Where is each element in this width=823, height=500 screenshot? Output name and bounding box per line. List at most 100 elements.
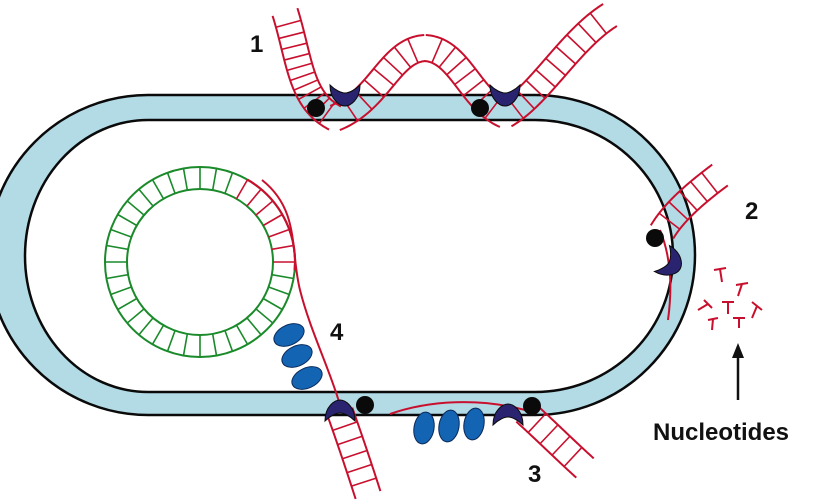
dna-rung [298,86,322,101]
circular-dna-rung [166,172,176,194]
circular-dna-rung [262,213,283,227]
up-arrow-icon [732,343,744,400]
oval-protein-icon [463,407,485,441]
oval-protein-icon [413,411,435,445]
circular-dna-rung [106,244,129,251]
anchor-dot [356,396,374,414]
dna-strand-step3-right [515,401,595,479]
dna-rung [539,424,559,445]
circular-dna-rung [268,286,290,296]
dna-rung [289,71,316,82]
dna-rung [278,31,305,40]
nucleotide-fragments [697,267,763,331]
dna-rung [535,69,556,88]
oval-protein-icon [291,366,323,390]
circular-dna-rung [271,273,294,280]
circular-dna-rung [268,228,290,238]
nucleotide-fragment-icon [735,282,749,297]
dna-rung [337,435,363,446]
circular-dna-rung [182,333,189,356]
circular-dna-rung [262,297,283,311]
dna-rung [689,181,708,203]
step-label-4: 4 [330,319,344,346]
circular-dna-rung [117,213,138,227]
anchor-dot [471,99,489,117]
oval-protein-icon [438,409,460,443]
dna-rung [701,172,719,194]
dna-rung [545,57,566,77]
circular-dna-rung [182,168,189,191]
circular-dna-rung [255,308,274,324]
dna-rung [438,46,457,68]
nucleotide-fragment-icon [722,301,734,314]
dna-rung [658,212,681,230]
dna-rung [342,449,368,460]
circular-dna-rung [117,297,138,311]
dna-backbone [326,416,357,500]
circular-dna-rung [110,228,132,238]
circular-dna-rung [211,333,218,356]
dna-rung [373,68,395,86]
circular-dna-rung [151,324,165,345]
circular-dna-rung [224,172,234,194]
dna-backbone [498,3,604,105]
anchor-dots [307,99,664,415]
dna-strand-step2 [649,163,729,240]
circular-dna-rung [246,317,262,336]
membrane-inner [23,118,675,394]
nucleotide-fragment-icon [733,317,745,328]
circular-dna-rung [126,200,145,216]
dna-rung [332,421,358,432]
dna-rung [551,435,571,456]
dna-rung [407,38,419,64]
dna-rung [286,62,313,72]
dna-rung [516,89,535,110]
nucleotide-fragment-icon [707,317,719,331]
circular-dna-rung [138,317,154,336]
dna-rung [589,12,608,35]
dna-rung [566,34,587,54]
step-label-2: 2 [745,198,758,225]
dna-rung [555,45,577,65]
dna-rung [446,56,467,76]
circular-dna-rung [255,200,274,216]
circular-dna-rung [246,188,262,207]
dna-rung [363,79,385,98]
dna-rung [382,56,404,76]
dna-rung [346,463,373,474]
step-label-1: 1 [250,31,263,58]
circular-dna-rung [138,188,154,207]
nucleotides-label: Nucleotides [653,419,789,446]
nucleotide-fragment-icon [751,301,763,319]
dna-rung [527,412,547,434]
dna-rung [577,23,597,44]
dna-rung [431,38,443,64]
dna-rung [462,79,485,97]
anchor-dot [646,229,664,247]
nucleotide-fragment-icon [697,299,713,311]
circular-dna-rung [106,273,129,280]
step-label-3: 3 [528,461,541,488]
dna-rung [454,68,476,86]
nucleotide-fragment-icon [713,267,727,283]
anchor-dot [523,397,541,415]
dna-rung [563,446,583,468]
dna-rung [351,477,377,487]
dna-rung [393,46,412,68]
circular-dna-rung [235,324,249,345]
circular-dna-rung [151,179,165,200]
circular-dna-rung [224,330,234,352]
dna-rung [525,79,546,99]
single-strand-tail [261,179,341,406]
anchor-dot [307,99,325,117]
dna-rung [275,19,302,29]
circular-dna-rung [271,244,294,251]
circular-dna-rung [235,179,249,200]
circular-dna-rung [126,308,145,324]
circular-dna-rung [166,330,176,352]
dna-rung [281,42,308,51]
dna-rung [678,190,698,211]
dna-rung [668,201,689,221]
dna-strand-step3-left [326,407,382,500]
